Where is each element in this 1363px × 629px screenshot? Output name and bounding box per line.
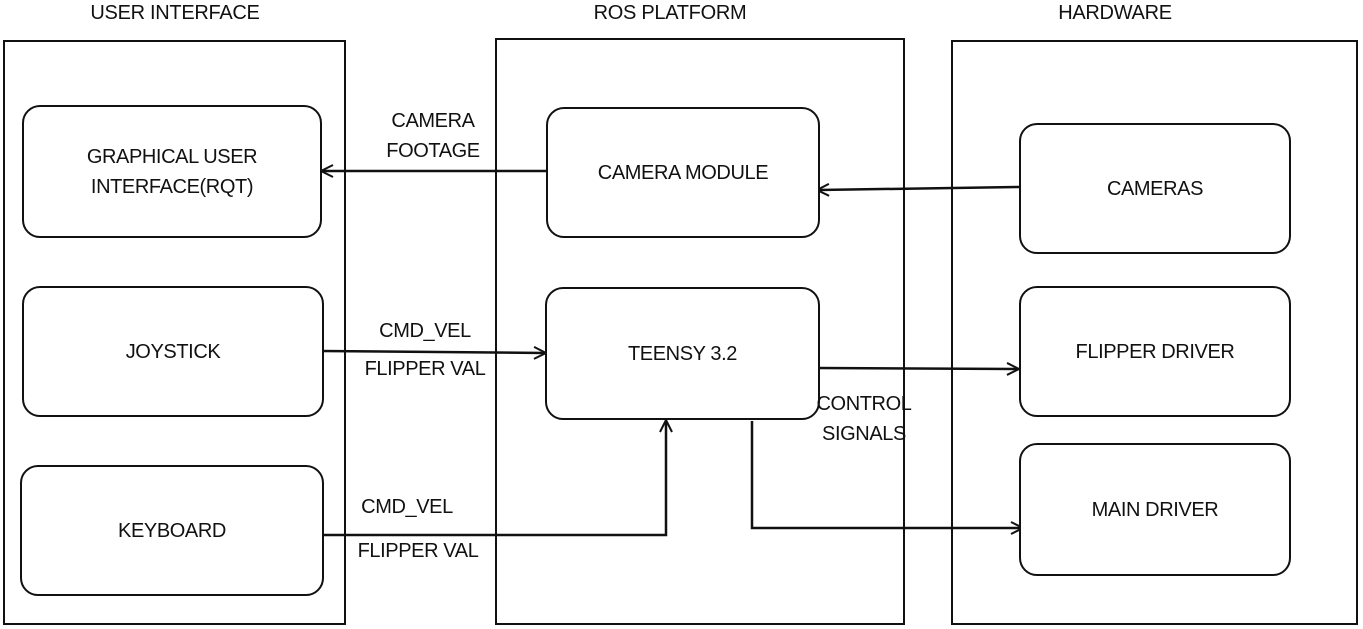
main-driver-node-label: MAIN DRIVER bbox=[1091, 498, 1219, 521]
edge-joystick-to-teensy bbox=[321, 351, 545, 353]
gui-node: GRAPHICAL USER INTERFACE(RQT) bbox=[22, 105, 322, 238]
gui-node-label: GRAPHICAL USER INTERFACE(RQT) bbox=[86, 145, 258, 198]
label-keyboard-cmd-vel: CMD_VEL bbox=[361, 496, 453, 518]
cameras-node: CAMERAS bbox=[1019, 123, 1291, 254]
column-title-hardware: HARDWARE bbox=[1058, 2, 1172, 24]
label-control-signals: CONTROL SIGNALS bbox=[816, 393, 912, 445]
joystick-node: JOYSTICK bbox=[22, 286, 324, 417]
edge-teensy-to-flipper-driver bbox=[817, 368, 1018, 369]
keyboard-node-label: KEYBOARD bbox=[118, 519, 226, 542]
flipper-driver-node: FLIPPER DRIVER bbox=[1019, 286, 1291, 417]
edge-cameras-to-camera-module bbox=[818, 187, 1021, 190]
label-joystick-flipper-val: FLIPPER VAL bbox=[364, 358, 486, 380]
column-title-user-interface: USER INTERFACE bbox=[90, 2, 260, 24]
main-driver-node: MAIN DRIVER bbox=[1019, 443, 1291, 576]
column-title-ros-platform: ROS PLATFORM bbox=[593, 2, 747, 24]
keyboard-node: KEYBOARD bbox=[20, 465, 324, 596]
label-camera-footage: CAMERA FOOTAGE bbox=[386, 110, 480, 162]
label-joystick-cmd-vel: CMD_VEL bbox=[379, 320, 471, 342]
label-keyboard-flipper-val: FLIPPER VAL bbox=[357, 540, 479, 562]
camera-module-node: CAMERA MODULE bbox=[546, 107, 820, 238]
flipper-driver-node-label: FLIPPER DRIVER bbox=[1075, 340, 1235, 363]
edge-keyboard-to-teensy bbox=[322, 421, 666, 537]
joystick-node-label: JOYSTICK bbox=[125, 340, 221, 363]
edge-teensy-to-main-driver bbox=[750, 421, 1022, 528]
camera-module-node-label: CAMERA MODULE bbox=[597, 161, 769, 184]
cameras-node-label: CAMERAS bbox=[1106, 177, 1204, 200]
teensy-node-label: TEENSY 3.2 bbox=[627, 342, 738, 365]
teensy-node: TEENSY 3.2 bbox=[545, 287, 820, 420]
